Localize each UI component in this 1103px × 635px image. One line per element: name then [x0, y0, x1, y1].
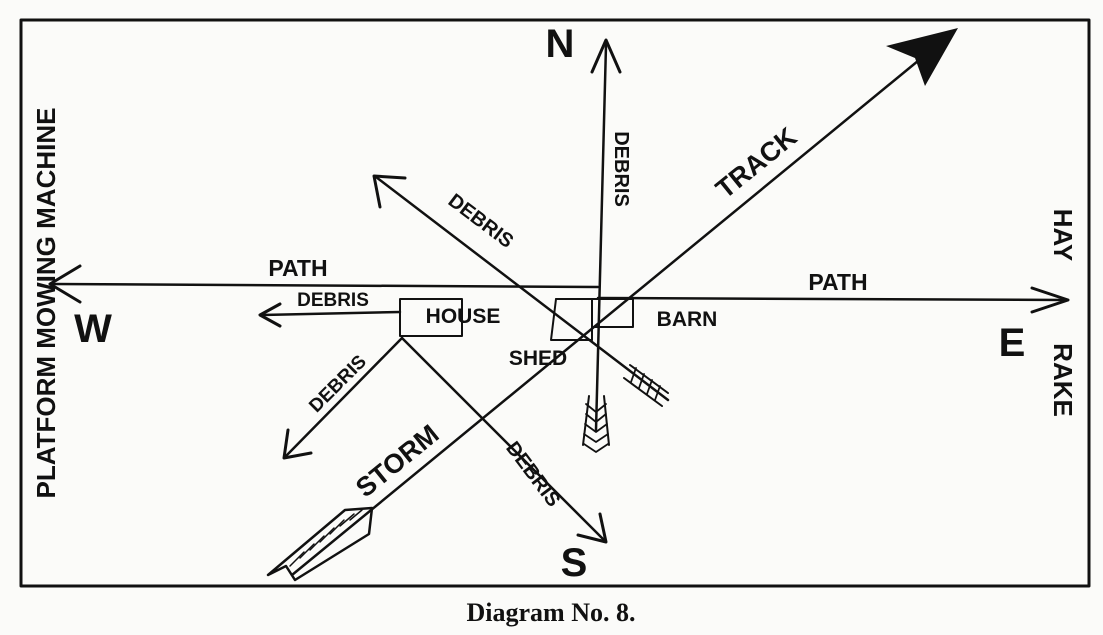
path-line [48, 264, 1070, 314]
compass-north-label: N [546, 22, 575, 66]
shed-outline [550, 298, 593, 341]
debris-northwest-label: DEBRIS [444, 190, 518, 253]
debris-arrow-west [258, 302, 402, 328]
debris-arrow-southeast [400, 336, 608, 544]
house-label: HOUSE [426, 305, 501, 328]
storm-track-line [266, 28, 958, 582]
rake-label: RAKE [1048, 343, 1078, 417]
debris-arrow-northwest [372, 174, 670, 407]
track-arrowhead-icon [886, 28, 958, 86]
path-west-label: PATH [268, 255, 327, 281]
debris-north-label: DEBRIS [610, 131, 632, 207]
north-arrowhead-icon [590, 38, 622, 74]
debris-southwest-label: DEBRIS [305, 351, 371, 417]
west-arrowhead-icon [48, 264, 82, 304]
compass-south-label: S [561, 541, 588, 585]
compass-east-label: E [999, 321, 1026, 365]
northwest-fletching-icon [623, 364, 669, 407]
barn-label: BARN [657, 308, 718, 331]
debris-southeast-label: DEBRIS [501, 438, 564, 512]
southwest-arrowhead-icon [282, 428, 313, 460]
storm-fletching-icon [266, 506, 374, 582]
platform-mowing-machine-label: PLATFORM MOWING MACHINE [31, 108, 61, 499]
debris-west-label: DEBRIS [297, 290, 369, 311]
compass-west-label: W [74, 307, 112, 351]
house-outline [399, 298, 463, 337]
diagram-frame [19, 18, 1091, 588]
shed-label: SHED [509, 347, 567, 370]
hay-label: HAY [1048, 209, 1078, 262]
debris-arrow-southwest [282, 336, 404, 460]
path-east-label: PATH [808, 269, 867, 295]
southeast-arrowhead-icon [576, 512, 608, 544]
north-fletching-icon [582, 395, 610, 453]
northwest-arrowhead-icon [372, 174, 407, 209]
west-debris-arrowhead-icon [258, 302, 282, 328]
debris-arrow-north [582, 38, 622, 453]
diagram-caption: Diagram No. 8. [467, 598, 636, 627]
east-arrowhead-icon [1030, 286, 1070, 314]
